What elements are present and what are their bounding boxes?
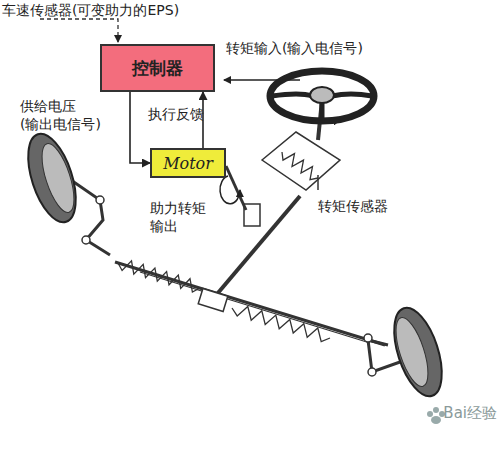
sensor-signal-line	[40, 19, 118, 42]
controller-box: 控制器	[100, 44, 215, 92]
watermark: Bai经验	[443, 404, 497, 423]
watermark-logo	[427, 407, 445, 424]
signal-connector	[130, 92, 150, 163]
steering-column	[212, 196, 300, 300]
torque-sensor-label: 转矩传感器	[318, 198, 388, 216]
supply-voltage-label: 供给电压 (输出电信号)	[20, 98, 120, 133]
steering-wheel	[270, 71, 374, 122]
feedback-label: 执行反馈	[148, 106, 204, 124]
left-wheel	[19, 128, 110, 255]
node-label: 控制器	[132, 57, 183, 80]
right-wheel	[364, 302, 451, 402]
torque-input-label: 转矩输入(输入电信号)	[226, 40, 363, 58]
node-label: Motor	[163, 154, 213, 173]
steering-rack	[115, 261, 385, 345]
assist-torque-label: 助力转矩 输出	[150, 200, 230, 235]
torque-rotation-arrow	[220, 176, 240, 204]
torque-sensor	[262, 132, 340, 190]
motor-box: Motor	[150, 148, 226, 178]
sensor-label: 车速传感器(可变助力的EPS)	[2, 2, 179, 20]
